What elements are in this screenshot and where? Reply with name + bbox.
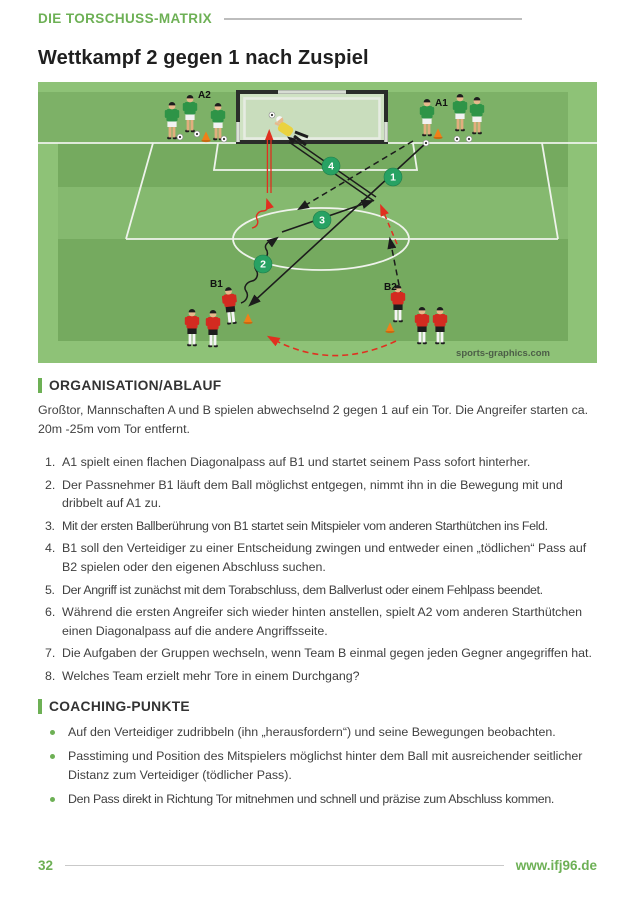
position-labels: A2 A1 B1 B2 [198, 90, 448, 293]
website-link[interactable]: www.ifj96.de [515, 858, 597, 873]
rotation-arrow [266, 335, 397, 357]
section-accent-bar [38, 378, 42, 393]
red-arrows [251, 129, 398, 357]
red-run-arrow [380, 203, 398, 245]
step-marker-3: 3 [312, 210, 332, 230]
chapter-header: DIE TORSCHUSS-MATRIX [38, 11, 522, 26]
section-organisation-heading: ORGANISATION/ABLAUF [38, 378, 597, 393]
coaching-point: Passtiming und Position des Mitspielers … [38, 747, 597, 784]
red-shot-arrow-head [265, 129, 274, 140]
page-footer: 32 www.ifj96.de [38, 858, 597, 873]
watermark: sports-graphics.com [456, 348, 550, 359]
step-item: Welches Team erzielt mehr Tore in einem … [45, 667, 360, 685]
step-item: Die Aufgaben der Gruppen wechseln, wenn … [45, 644, 592, 662]
svg-text:2: 2 [260, 259, 266, 271]
goal [236, 90, 388, 144]
label-b2: B2 [384, 282, 397, 293]
section-accent-bar [38, 698, 42, 714]
page-title: Wettkampf 2 gegen 1 nach Zuspiel [38, 47, 369, 69]
step-item: B1 soll den Verteidiger zu einer Entsche… [45, 539, 587, 574]
svg-text:1: 1 [390, 172, 396, 184]
svg-text:3: 3 [319, 215, 325, 227]
step-item: A1 spielt einen flachen Diagonalpass auf… [45, 453, 531, 471]
step-item: Der Passnehmer B1 läuft dem Ball möglich… [45, 476, 563, 511]
section-coaching-heading: COACHING-PUNKTE [38, 698, 597, 714]
red-shot-arrow [266, 136, 272, 193]
step-item: Während die ersten Angreifer sich wieder… [45, 603, 583, 638]
label-b1: B1 [210, 279, 223, 290]
organisation-intro: Großtor, Mannschaften A und B spielen ab… [38, 403, 589, 436]
coaching-points: Auf den Verteidiger zudribbeln (ihn „her… [38, 723, 597, 809]
label-a2: A2 [198, 90, 211, 101]
drill-diagram: 1 2 3 4 A2 A1 B1 B2 sports-graphics.com [38, 82, 597, 363]
svg-text:4: 4 [328, 161, 334, 173]
shot-arrow-4-head [287, 136, 297, 145]
step-item: Mit der ersten Ballberührung von B1 star… [45, 517, 548, 535]
step-item: Der Angriff ist zunächst mit dem Torabsc… [45, 581, 543, 599]
header-divider [224, 17, 522, 20]
pitch-lines [38, 142, 597, 271]
ball-icon [268, 111, 276, 119]
label-a1: A1 [435, 98, 448, 109]
step-marker-4: 4 [321, 156, 341, 176]
goalkeeper [268, 111, 309, 147]
step-marker-1: 1 [383, 167, 403, 187]
organisation-steps: A1 spielt einen flachen Diagonalpass auf… [38, 453, 597, 686]
run-arrow-a1 [297, 140, 414, 211]
step-marker-2: 2 [253, 254, 273, 274]
footer-divider [65, 864, 504, 867]
page-number: 32 [38, 858, 54, 873]
coaching-point: Den Pass direkt in Richtung Tor mitnehme… [38, 790, 597, 809]
chapter-title: DIE TORSCHUSS-MATRIX [38, 11, 213, 26]
step-markers: 1 2 3 4 [253, 156, 403, 274]
coaching-point: Auf den Verteidiger zudribbeln (ihn „her… [38, 723, 597, 742]
red-dribble-squiggle [251, 198, 274, 229]
